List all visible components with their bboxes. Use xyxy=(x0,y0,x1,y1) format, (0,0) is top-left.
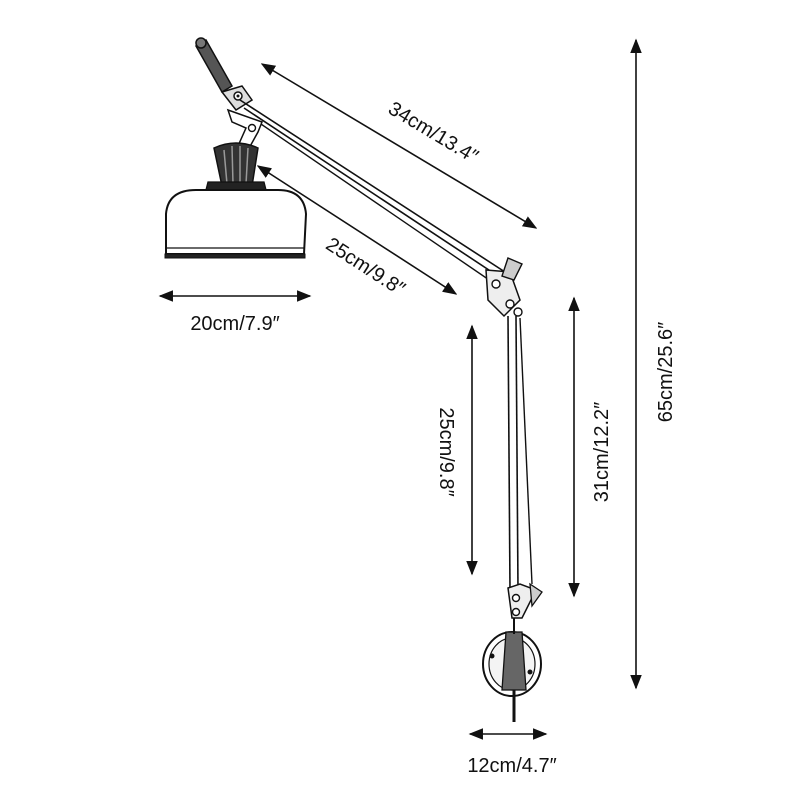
shade-width-label: 20cm/7.9″ xyxy=(190,313,279,335)
lower-arm-label: 25cm/9.8″ xyxy=(435,407,457,496)
total-height-label: 65cm/25.6″ xyxy=(655,322,677,422)
lamp-shade xyxy=(164,189,308,259)
arm-height-label: 31cm/12.2″ xyxy=(591,402,613,502)
top-joint xyxy=(220,85,254,111)
elbow-joint xyxy=(485,257,523,318)
bottom-joint xyxy=(507,582,543,619)
dimension-shade-width: 20cm/7.9″ xyxy=(158,290,312,335)
dimension-mount-width: 12cm/4.7″ xyxy=(467,728,557,777)
wall-mount xyxy=(482,618,542,722)
counterweight-handle xyxy=(194,37,234,94)
lamp-socket xyxy=(205,142,267,191)
shade-arm-label: 25cm/9.8″ xyxy=(322,233,409,300)
lower-arm xyxy=(507,315,533,591)
dimension-lower-arm: 25cm/9.8″ xyxy=(435,324,478,576)
dimension-arm-height: 31cm/12.2″ xyxy=(568,296,613,598)
upper-arm-label: 34cm/13.4″ xyxy=(384,98,482,168)
mount-width-label: 12cm/4.7″ xyxy=(467,755,556,777)
lamp-illustration xyxy=(164,37,543,722)
dimension-total-height: 65cm/25.6″ xyxy=(630,38,677,690)
